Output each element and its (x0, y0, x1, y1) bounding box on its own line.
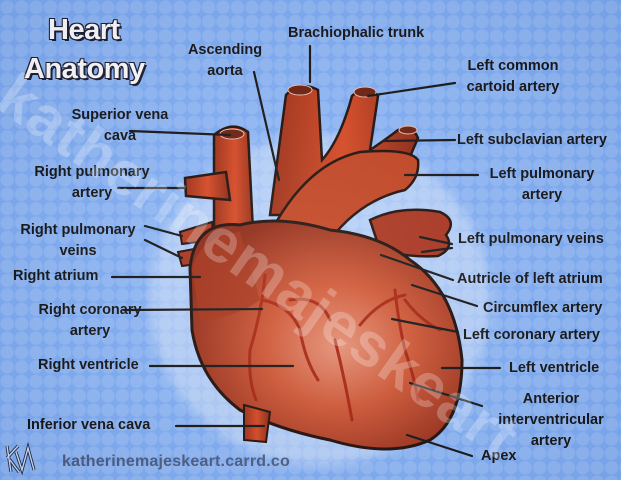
label-auricle-left-atrium: Autricle of left atrium (457, 271, 603, 287)
label-superior-vena-cava: Superior vena cava (71, 107, 169, 144)
footer-site-url: katherinemajeskeart.carrd.co (62, 453, 290, 470)
label-left-common-carotid: Left common cartoid artery (466, 58, 560, 95)
label-apex: Apex (481, 448, 517, 464)
title-line2: Anatomy (24, 53, 145, 85)
title-line1: Heart (48, 14, 120, 46)
leader-lines (110, 44, 502, 458)
km-monogram-logo-icon (5, 442, 36, 476)
label-right-ventricle: Right ventricle (38, 357, 139, 373)
label-anterior-interventricular-artery: Anterior interventricular artery (498, 391, 604, 449)
label-left-pulmonary-veins: Left pulmonary veins (458, 231, 604, 247)
label-left-ventricle: Left ventricle (509, 360, 600, 376)
label-right-pulmonary-artery: Right pulmonary artery (34, 164, 150, 201)
label-brachiocephalic-trunk: Brachiophalic trunk (288, 25, 425, 41)
label-ascending-aorta: Ascending aorta (187, 42, 263, 79)
label-left-subclavian-artery: Left subclavian artery (457, 132, 607, 148)
label-right-coronary-artery: Right coronary artery (38, 302, 142, 339)
label-left-pulmonary-artery: Left pulmonary artery (489, 166, 595, 203)
label-right-pulmonary-veins: Right pulmonary veins (20, 222, 136, 259)
label-left-coronary-artery: Left coronary artery (463, 327, 600, 343)
label-right-atrium: Right atrium (13, 268, 99, 284)
label-inferior-vena-cava: Inferior vena cava (27, 417, 151, 433)
label-circumflex-artery: Circumflex artery (483, 300, 603, 316)
